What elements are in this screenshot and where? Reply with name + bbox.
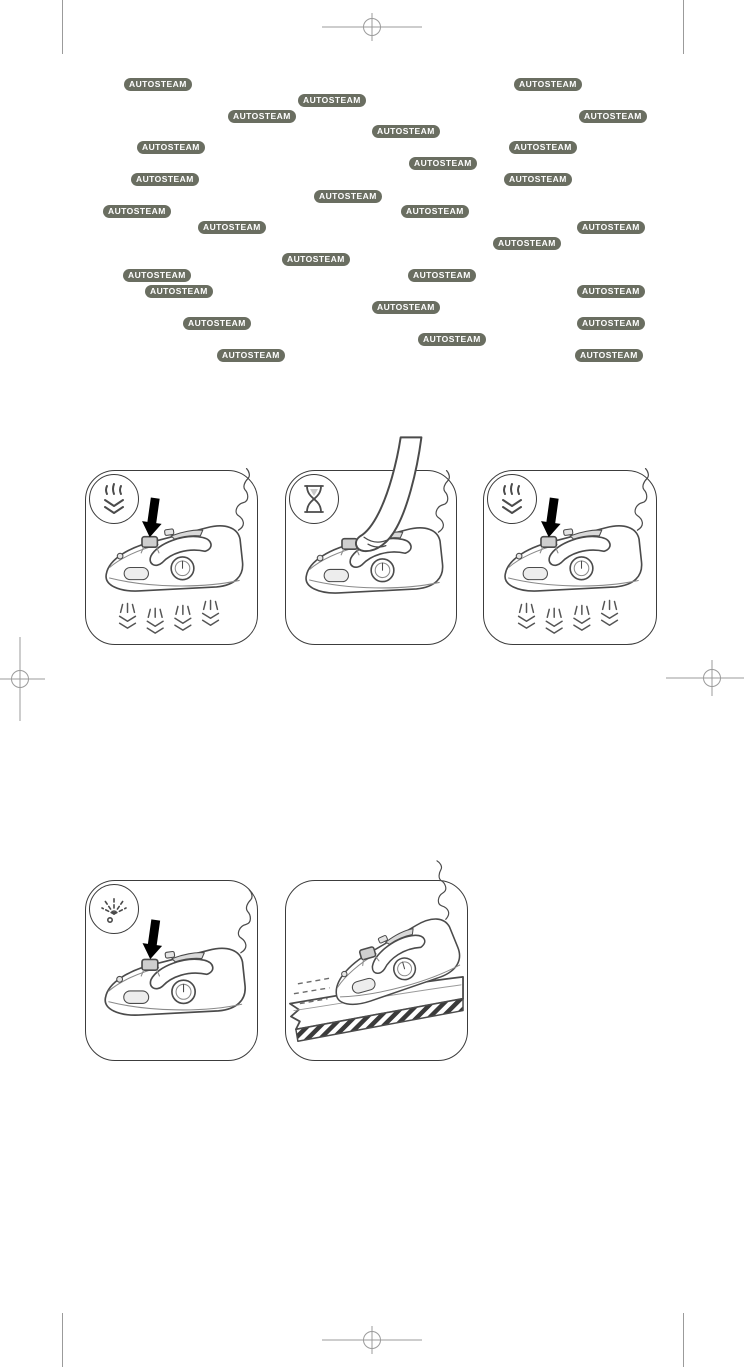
press-arrow-icon (538, 496, 565, 539)
autosteam-badge-cloud: AUTOSTEAM AUTOSTEAM AUTOSTEAM AUTOSTEAM … (0, 0, 744, 400)
corner-badge (89, 474, 139, 524)
autosteam-badge: AUTOSTEAM (408, 269, 476, 282)
hand-holding-iron-illustration (305, 436, 451, 594)
board-edge-hatch (295, 997, 464, 1042)
registration-target-right (666, 660, 744, 696)
autosteam-badge: AUTOSTEAM (217, 349, 285, 362)
spray-icon (101, 895, 127, 924)
autosteam-badge: AUTOSTEAM (131, 173, 199, 186)
figure-panel-autosteam-press-1 (85, 467, 258, 645)
motion-dashes (293, 977, 332, 1005)
press-arrow-icon (139, 496, 166, 539)
autosteam-badge: AUTOSTEAM (282, 253, 350, 266)
autosteam-badge: AUTOSTEAM (123, 269, 191, 282)
autosteam-badge: AUTOSTEAM (145, 285, 213, 298)
press-arrow-icon (140, 918, 166, 961)
autosteam-badge: AUTOSTEAM (575, 349, 643, 362)
autosteam-badge: AUTOSTEAM (298, 94, 366, 107)
autosteam-down-icon (502, 483, 522, 514)
corner-badge (89, 884, 139, 934)
figure-panel-spray-press (85, 880, 258, 1061)
autosteam-badge: AUTOSTEAM (418, 333, 486, 346)
figure-panel-wait-hourglass (285, 436, 457, 645)
registration-target-left (0, 637, 45, 721)
corner-badge (289, 474, 339, 524)
autosteam-badge: AUTOSTEAM (579, 110, 647, 123)
autosteam-badge: AUTOSTEAM (372, 125, 440, 138)
autosteam-badge: AUTOSTEAM (183, 317, 251, 330)
autosteam-badge: AUTOSTEAM (577, 317, 645, 330)
registration-target-bottom (322, 1326, 422, 1354)
steam-jets-icon (517, 599, 619, 634)
fabric-illustration (289, 976, 464, 1042)
corner-badge (487, 474, 537, 524)
autosteam-badge: AUTOSTEAM (409, 157, 477, 170)
autosteam-badge: AUTOSTEAM (577, 221, 645, 234)
autosteam-badge: AUTOSTEAM (103, 205, 171, 218)
autosteam-badge: AUTOSTEAM (577, 285, 645, 298)
autosteam-badge: AUTOSTEAM (509, 141, 577, 154)
autosteam-badge: AUTOSTEAM (504, 173, 572, 186)
steam-jets-icon (118, 599, 220, 634)
autosteam-badge: AUTOSTEAM (198, 221, 266, 234)
hand-illustration (355, 436, 423, 553)
autosteam-badge: AUTOSTEAM (401, 205, 469, 218)
autosteam-badge: AUTOSTEAM (372, 301, 440, 314)
autosteam-badge: AUTOSTEAM (493, 237, 561, 250)
autosteam-down-icon (104, 483, 124, 514)
autosteam-badge: AUTOSTEAM (137, 141, 205, 154)
hourglass-icon (304, 485, 324, 513)
autosteam-badge: AUTOSTEAM (228, 110, 296, 123)
ironing-fabric-illustration (289, 859, 473, 1042)
autosteam-badge: AUTOSTEAM (314, 190, 382, 203)
autosteam-badge: AUTOSTEAM (124, 78, 192, 91)
autosteam-badge: AUTOSTEAM (514, 78, 582, 91)
figure-panel-iron-on-fabric (285, 859, 473, 1061)
figure-panel-autosteam-press-2 (483, 467, 657, 645)
